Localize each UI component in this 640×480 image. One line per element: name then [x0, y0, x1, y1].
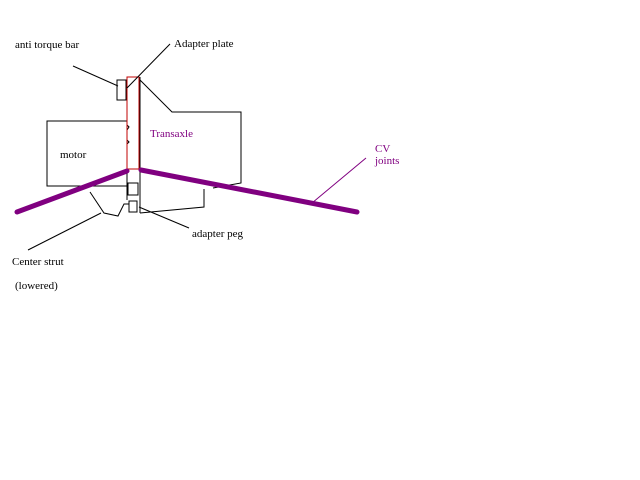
label-cv-joints-line2: joints [374, 155, 399, 167]
anti-torque-bar [116, 79, 127, 101]
adapter-peg [128, 200, 138, 213]
adapter-plate [126, 76, 140, 170]
label-motor: motor [60, 149, 87, 161]
label-transaxle: Transaxle [150, 128, 193, 140]
adapter-box-upper [127, 182, 139, 196]
label-center-strut: Center strut [12, 256, 64, 268]
label-anti-torque-bar: anti torque bar [15, 39, 79, 51]
leader-center-strut [27, 212, 102, 251]
leader-anti-torque-bar [72, 65, 119, 87]
cv-axle-left [14, 168, 130, 215]
cv-axle-right [138, 167, 360, 215]
leader-adapter-plate [126, 43, 171, 89]
leader-adapter-peg [138, 206, 190, 229]
label-cv-joints-line1: CV [375, 143, 390, 155]
center-strut-outline [89, 191, 129, 217]
label-lowered: (lowered) [15, 280, 58, 292]
transaxle-outline [139, 79, 242, 189]
label-adapter-plate: Adapter plate [174, 38, 234, 50]
label-adapter-peg: adapter peg [192, 228, 243, 240]
leader-cv-joints [311, 157, 367, 204]
transaxle-lower-outline [139, 189, 205, 214]
